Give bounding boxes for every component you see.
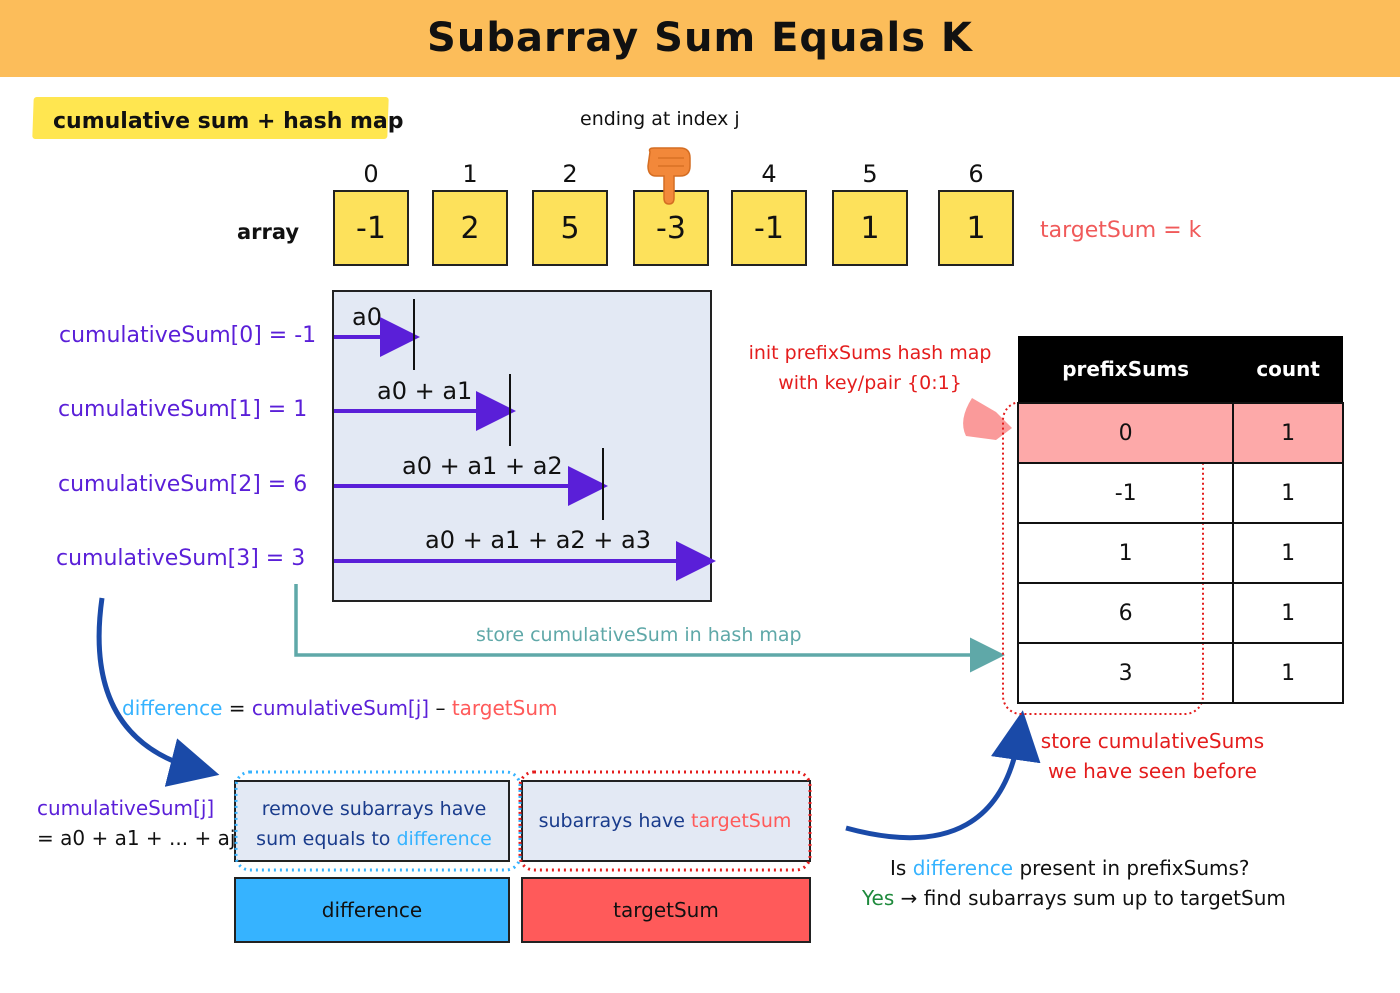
- table-cell: 3: [1016, 642, 1235, 704]
- array-cell: -1: [333, 190, 409, 266]
- q1-difference: difference: [912, 856, 1014, 880]
- remove-subarrays-pane: [234, 780, 510, 862]
- subtitle: cumulative sum + hash map: [53, 109, 404, 134]
- minus-sign: –: [429, 696, 452, 720]
- target-sum-box: targetSum: [521, 877, 811, 943]
- cumulative-sum-label: cumulativeSum[2] = 6: [58, 472, 308, 497]
- table-cell: 1: [1232, 522, 1344, 584]
- store-label: store cumulativeSum in hash map: [476, 624, 802, 646]
- array-cell: 1: [938, 190, 1014, 266]
- q1-suffix: present in prefixSums?: [1013, 856, 1250, 880]
- remove-line-difference: difference: [396, 828, 492, 850]
- pointing-hand-icon: [647, 147, 691, 205]
- table-cell: 1: [1016, 522, 1235, 584]
- init-note-line: with key/pair {0:1}: [778, 372, 962, 394]
- prefix-sums-table: prefixSums count 0 1 -1 1 1 1 6 1 3 1: [1016, 336, 1344, 704]
- have-target: targetSum: [691, 810, 792, 832]
- init-note-line: init prefixSums hash map: [748, 342, 992, 364]
- array-cell: -3: [633, 190, 709, 266]
- pointer-label: ending at index j: [580, 108, 740, 130]
- difference-equation: difference = cumulativeSum[j] – targetSu…: [122, 696, 557, 720]
- target-subarrays-pane: [521, 780, 811, 862]
- store-before-line: store cumulativeSums: [1040, 729, 1265, 753]
- table-cell: 1: [1232, 642, 1344, 704]
- have-prefix: subarrays have: [538, 810, 692, 832]
- store-arrow: [294, 584, 1005, 673]
- table-cell: 1: [1232, 462, 1344, 524]
- array-index: 1: [462, 160, 478, 188]
- array-cell: 2: [432, 190, 508, 266]
- array-cell: -1: [731, 190, 807, 266]
- equals-sign: =: [222, 696, 252, 720]
- remove-line-prefix: sum equals to: [256, 828, 397, 850]
- prefix-sum-expression: a0 + a1 + a2: [402, 452, 563, 480]
- init-note: init prefixSums hash map with key/pair {…: [730, 338, 1010, 398]
- target-term: targetSum: [451, 696, 558, 720]
- prefix-sum-expression: a0 + a1: [377, 377, 473, 405]
- table-row: 0 1: [1016, 402, 1344, 464]
- array-index: 0: [363, 160, 379, 188]
- remove-subarrays-text: remove subarrays have sum equals to diff…: [238, 794, 510, 854]
- difference-dotted-outline: [234, 770, 522, 872]
- target-dotted-outline: [518, 770, 812, 872]
- table-cell: 1: [1232, 582, 1344, 644]
- table-cell: 1: [1232, 402, 1344, 464]
- table-row: 3 1: [1016, 642, 1344, 704]
- array-index: 6: [968, 160, 984, 188]
- title-bar: [0, 0, 1400, 77]
- array-label: array: [237, 220, 300, 244]
- curved-arrow-down: [96, 597, 220, 787]
- difference-term: difference: [122, 696, 223, 720]
- q1-prefix: Is: [890, 856, 913, 880]
- remove-line: remove subarrays have: [261, 798, 487, 820]
- table-cell: 0: [1016, 402, 1235, 464]
- array-index: 4: [761, 160, 777, 188]
- page-title: Subarray Sum Equals K: [427, 15, 973, 61]
- prefix-sum-expression: a0 + a1 + a2 + a3: [425, 526, 652, 554]
- yes-label: Yes: [862, 886, 895, 910]
- cumulative-sum-j-label: cumulativeSum[j]: [37, 796, 215, 820]
- hash-map-pointer: [963, 398, 1012, 440]
- prefix-sum-expression: a0: [352, 303, 382, 331]
- table-row: 1 1: [1016, 522, 1344, 584]
- remove-line-2: sum equals to difference: [238, 824, 510, 854]
- cumulative-sum-label: cumulativeSum[1] = 1: [58, 397, 308, 422]
- array-index: 2: [562, 160, 578, 188]
- table-cell: 6: [1016, 582, 1235, 644]
- question-line-2: Yes → find subarrays sum up to targetSum: [862, 886, 1286, 910]
- table-row: -1 1: [1016, 462, 1344, 524]
- question-line-1: Is difference present in prefixSums?: [890, 856, 1250, 880]
- table-cell: -1: [1016, 462, 1235, 524]
- array-cell: 5: [532, 190, 608, 266]
- difference-box: difference: [234, 877, 510, 943]
- array-cell: 1: [832, 190, 908, 266]
- table-row: 6 1: [1016, 582, 1344, 644]
- table-header: count: [1233, 336, 1343, 403]
- table-header: prefixSums: [1018, 336, 1234, 403]
- curved-arrow-up: [845, 710, 1041, 841]
- target-sum-equation: targetSum = k: [1040, 218, 1202, 243]
- store-before-note: store cumulativeSums we have seen before: [1030, 726, 1275, 786]
- store-before-line: we have seen before: [1048, 759, 1257, 783]
- array-index: 5: [862, 160, 878, 188]
- cumulative-sum-label: cumulativeSum[3] = 3: [56, 546, 306, 571]
- cumulative-sum-j-expression: = a0 + a1 + ... + aj: [37, 826, 236, 850]
- cumulative-sum-label: cumulativeSum[0] = -1: [59, 323, 317, 348]
- q2-suffix: → find subarrays sum up to targetSum: [894, 886, 1286, 910]
- cumulative-term: cumulativeSum[j]: [251, 696, 430, 720]
- target-subarrays-text: subarrays have targetSum: [524, 810, 806, 832]
